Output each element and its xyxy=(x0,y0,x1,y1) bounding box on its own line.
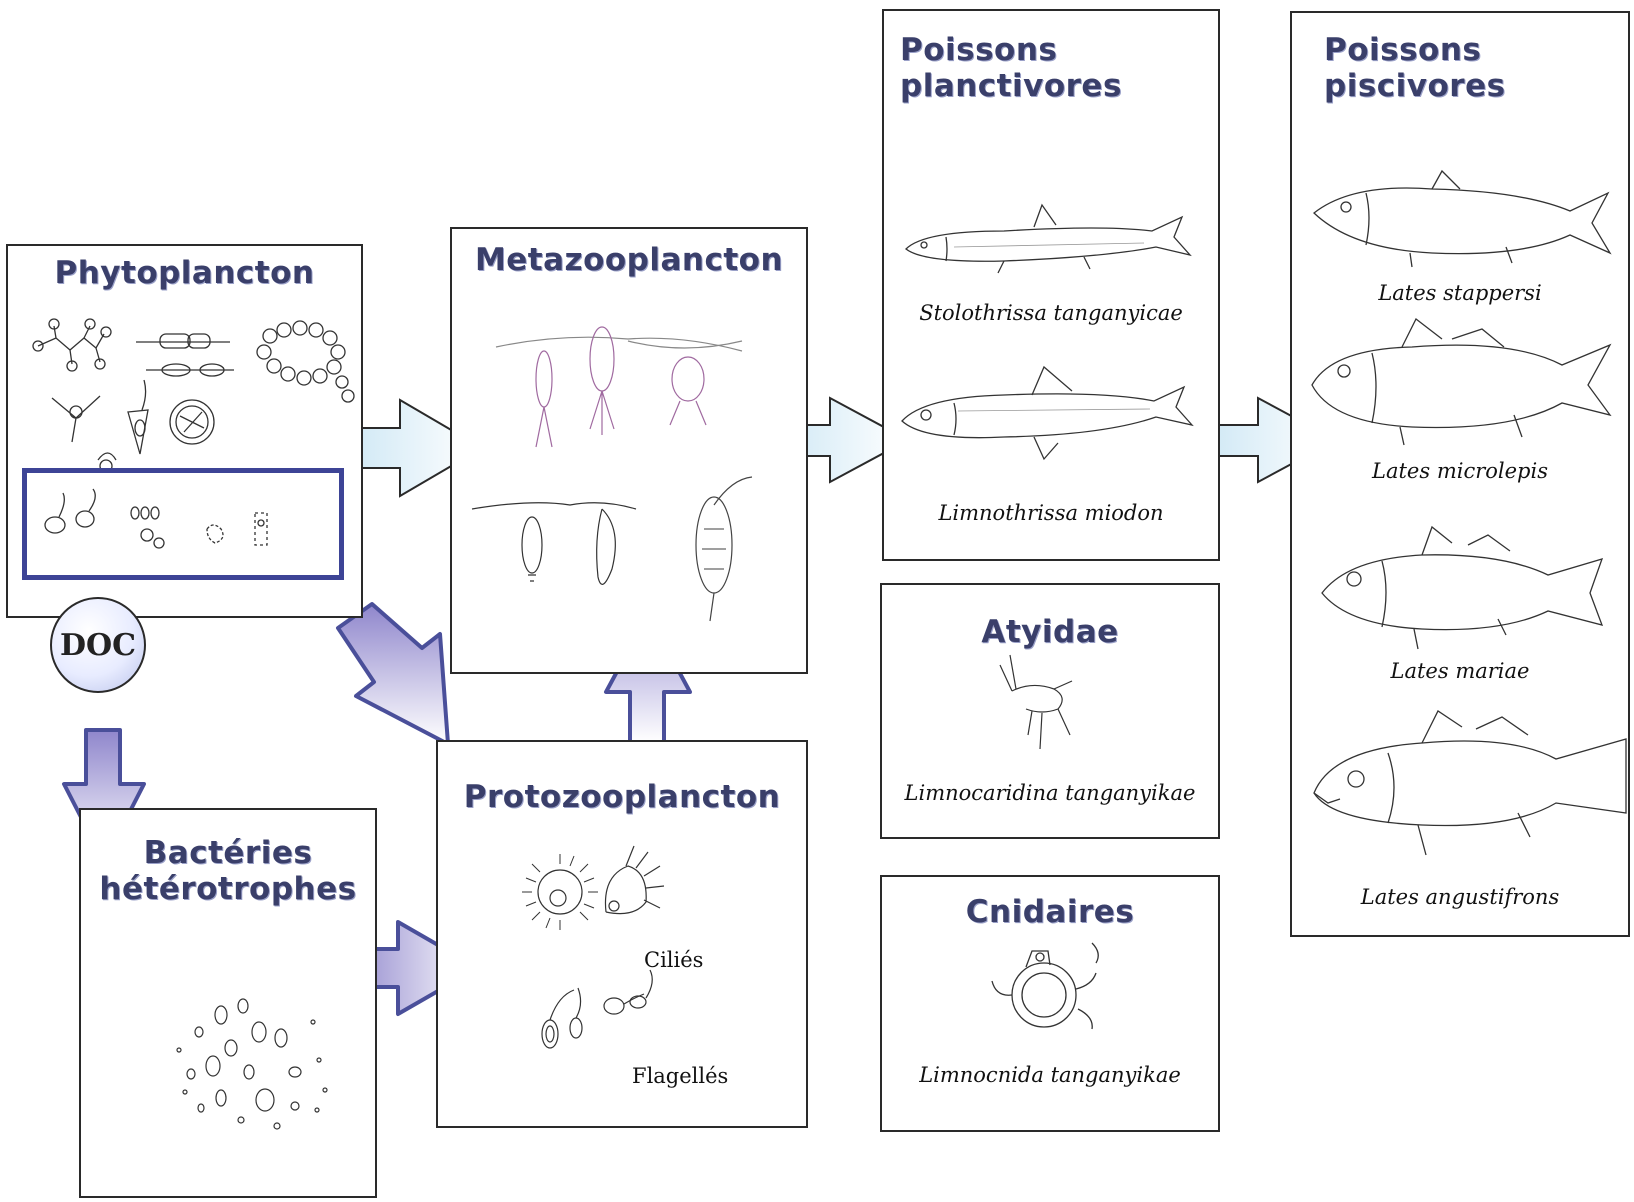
species-lates-mariae: Lates mariae xyxy=(1292,659,1628,683)
picoplankton-highlight-frame xyxy=(22,468,344,580)
zooplankton-illustration xyxy=(452,229,810,676)
species-limnocnida: Limnocnida tanganyikae xyxy=(882,1063,1218,1087)
cilies-label: Ciliés xyxy=(644,948,703,972)
protozooplancton-box: Protozooplancton Ciliés Flagellés xyxy=(436,740,808,1128)
atyidae-box: Atyidae Limnocaridina tanganyikae xyxy=(880,583,1220,839)
metazooplancton-box: Metazooplancton xyxy=(450,227,808,674)
arrow-phyto-to-protozoo xyxy=(338,604,448,744)
picoplankton-illustration xyxy=(27,473,339,575)
limnothrissa-fish-illustration xyxy=(884,11,1222,563)
protozoa-illustration xyxy=(438,742,810,1130)
species-lates-angustifrons: Lates angustifrons xyxy=(1292,885,1628,909)
poissons-planctivores-box: Poissons planctivores Stolothrissa tanga… xyxy=(882,9,1220,561)
species-limnocaridina: Limnocaridina tanganyikae xyxy=(882,781,1218,805)
bacteries-box: Bactéries hétérotrophes xyxy=(79,808,377,1198)
flagelles-label: Flagellés xyxy=(632,1064,728,1088)
species-limnothrissa: Limnothrissa miodon xyxy=(884,501,1218,525)
species-lates-microlepis: Lates microlepis xyxy=(1292,459,1628,483)
species-lates-stappersi: Lates stappersi xyxy=(1292,281,1628,305)
bacteria-illustration xyxy=(81,810,379,1200)
doc-label: DOC xyxy=(60,628,136,663)
phytoplancton-box: Phytoplancton xyxy=(6,244,363,618)
poissons-piscivores-box: Poissons piscivores Lates stappersi xyxy=(1290,11,1630,937)
cnidaires-box: Cnidaires Limnocnida tanganyikae xyxy=(880,875,1220,1132)
jellyfish-illustration xyxy=(882,877,1222,1134)
doc-bubble: DOC xyxy=(50,597,146,693)
